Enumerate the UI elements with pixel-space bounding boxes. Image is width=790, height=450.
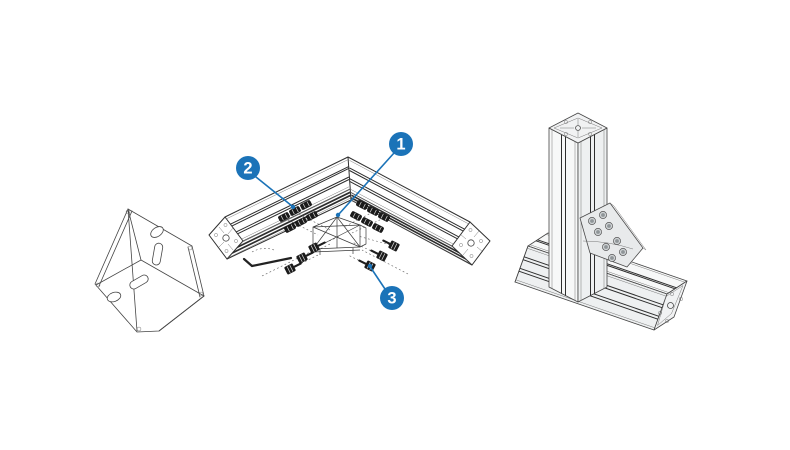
hex-key — [242, 248, 293, 268]
callout-1-circle — [389, 132, 413, 156]
socket-screw-head — [605, 222, 613, 230]
callout-2: 2 — [236, 156, 296, 210]
callout-3-circle — [380, 286, 404, 310]
socket-screw-head — [619, 248, 627, 256]
socket-screw-head — [608, 254, 616, 262]
assembled-corner-figure — [514, 112, 688, 331]
bracket-screws — [588, 211, 627, 262]
corner-bracket-plate — [579, 202, 647, 268]
left-profile — [208, 156, 352, 260]
socket-screw-head — [599, 211, 607, 219]
callout-2-anchor-dot — [290, 204, 296, 210]
callout-1: 1 — [335, 132, 413, 218]
corner-bracket-figure — [94, 208, 205, 333]
callout-1-anchor-dot — [335, 212, 341, 218]
callout-3: 3 — [367, 263, 404, 310]
callout-1-leader — [338, 152, 395, 215]
corner-bracket-wireframe — [312, 216, 367, 255]
callout-3-anchor-dot — [367, 263, 373, 269]
socket-screw-head — [594, 228, 602, 236]
socket-screw-head — [588, 217, 596, 225]
socket-screw-head — [602, 243, 610, 251]
bracket-holes — [106, 226, 164, 303]
callout-2-circle — [236, 156, 260, 180]
screws-left — [284, 241, 326, 275]
callout-1-number: 1 — [396, 136, 405, 154]
socket-screw-head — [613, 237, 621, 245]
callout-2-number: 2 — [243, 160, 252, 178]
exploded-assembly-figure: 1 2 3 — [208, 132, 491, 310]
bracket-outline — [94, 208, 205, 333]
callout-2-leader — [255, 176, 293, 207]
vertical-profile — [548, 112, 608, 303]
t-nuts-left — [278, 200, 318, 233]
screws-right — [358, 239, 400, 272]
callout-3-number: 3 — [387, 290, 396, 308]
t-nuts-right — [350, 200, 390, 233]
callout-3-leader — [370, 267, 386, 290]
